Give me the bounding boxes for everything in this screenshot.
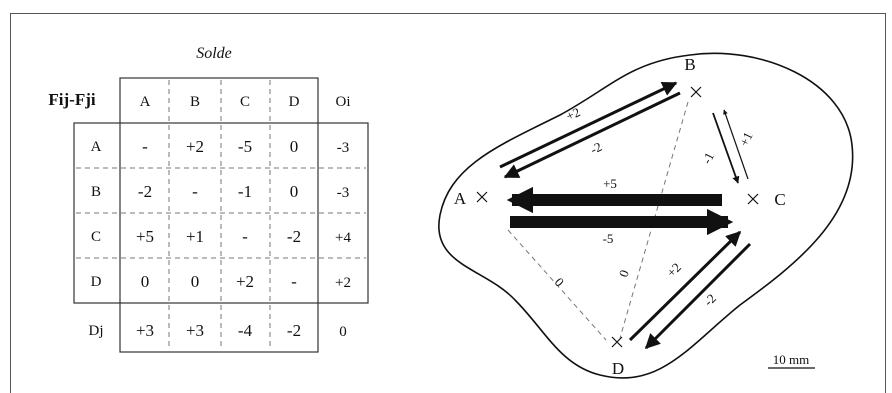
arrow-b-to-c	[712, 112, 740, 184]
cell-a-oi: -3	[337, 140, 350, 156]
label-cd-plus: +2	[664, 260, 684, 280]
cell-d-c: +2	[236, 272, 254, 291]
label-cd-minus: -2	[701, 291, 719, 309]
cell-d-d: -	[291, 272, 297, 291]
row-header-c: C	[91, 229, 101, 245]
cell-d-oi: +2	[335, 275, 351, 291]
arrow-a-to-b	[499, 81, 678, 169]
row-header-b: B	[91, 184, 101, 200]
balance-table: Solde Fij-Fji A B C D Oi A B C D Dj	[48, 45, 369, 353]
label-ab-minus: -2	[588, 139, 604, 157]
table-title: Solde	[196, 45, 232, 62]
node-b-label: B	[684, 55, 695, 74]
label-bd-zero: 0	[616, 268, 632, 279]
footer-oi: 0	[339, 324, 347, 340]
table-corner-label: Fij-Fji	[48, 90, 95, 109]
node-a-label: A	[454, 189, 467, 208]
cell-b-c: -1	[238, 182, 252, 201]
node-b-marker	[690, 86, 702, 98]
table-body: - +2 -5 0 -3 -2 - -1 0 -3 +5 +1 - -2 +4 …	[136, 137, 352, 340]
node-d-marker	[611, 336, 623, 348]
footer-d: -2	[287, 321, 301, 340]
node-d-label: D	[612, 359, 624, 378]
label-ac-plus: +5	[603, 176, 617, 191]
col-header-c: C	[240, 94, 250, 110]
row-header-a: A	[91, 139, 102, 155]
row-header-d: D	[91, 274, 102, 290]
edge-bd-dashed	[619, 101, 689, 339]
node-c-marker	[747, 193, 759, 205]
table-grid	[76, 80, 366, 350]
cell-c-c: -	[242, 227, 248, 246]
arrow-c-to-b	[723, 109, 749, 180]
col-header-d: D	[289, 94, 300, 110]
arrow-b-to-a	[503, 91, 681, 179]
cell-b-b: -	[192, 182, 198, 201]
cell-d-b: 0	[191, 272, 200, 291]
cell-c-a: +5	[136, 227, 154, 246]
cell-a-d: 0	[290, 137, 299, 156]
table-rows-border	[73, 122, 369, 304]
node-c-label: C	[774, 190, 785, 209]
cell-a-b: +2	[186, 137, 204, 156]
flow-diagram: A B C D +2 -2 -1 +1 +5 -5 +2 -2 0 0 10 m…	[438, 52, 854, 379]
footer-c: -4	[238, 321, 253, 340]
label-bc-plus: +1	[736, 130, 756, 149]
footer-label: Dj	[89, 323, 104, 339]
col-header-oi: Oi	[336, 94, 351, 110]
col-header-b: B	[190, 94, 200, 110]
cell-c-d: -2	[287, 227, 301, 246]
node-a-marker	[476, 191, 488, 203]
cell-d-a: 0	[141, 272, 150, 291]
col-header-a: A	[140, 94, 151, 110]
region-outline	[438, 52, 854, 379]
edge-ad-dashed	[507, 229, 607, 341]
cell-b-oi: -3	[337, 185, 350, 201]
footer-a: +3	[136, 321, 154, 340]
cell-b-a: -2	[138, 182, 152, 201]
cell-b-d: 0	[290, 182, 299, 201]
label-ac-minus: -5	[603, 231, 614, 246]
scale-label: 10 mm	[773, 352, 809, 367]
arrow-c-to-d	[644, 242, 752, 350]
cell-a-c: -5	[238, 137, 252, 156]
cell-a-a: -	[142, 137, 148, 156]
label-ab-plus: +2	[564, 104, 583, 124]
table-columns-border	[119, 77, 319, 353]
arrow-d-to-c	[628, 230, 742, 342]
label-bc-minus: -1	[699, 150, 717, 166]
footer-b: +3	[186, 321, 204, 340]
cell-c-b: +1	[186, 227, 204, 246]
figure-frame	[10, 13, 886, 393]
cell-c-oi: +4	[335, 230, 351, 246]
